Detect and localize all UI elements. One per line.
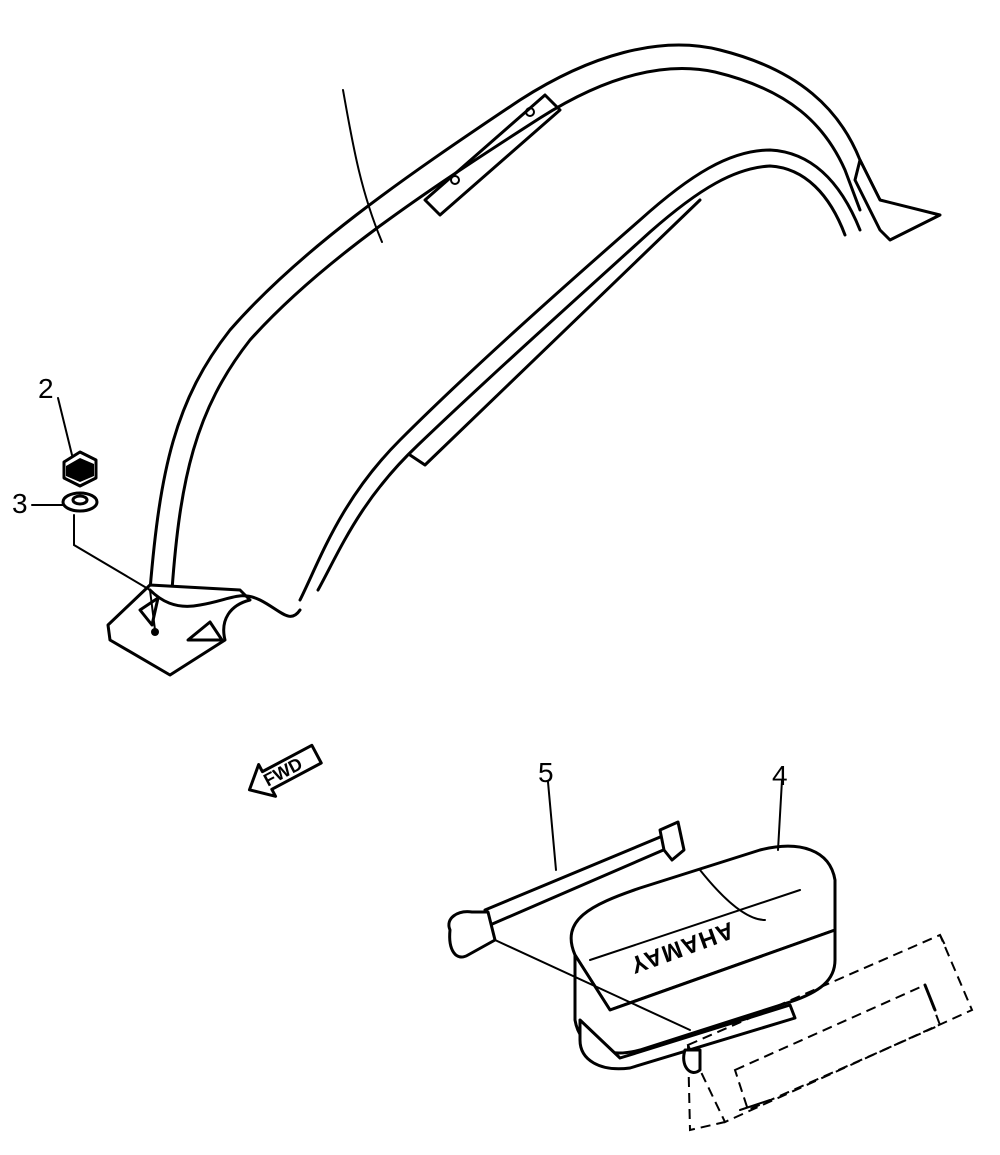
assembly-line-bar <box>494 939 691 1031</box>
leader-line-1 <box>342 89 383 243</box>
tail-light-part-4 <box>569 779 837 1071</box>
mounting-bar-part-5 <box>447 781 686 959</box>
plate-bracket-frame <box>682 933 974 1132</box>
callout-3: 3 <box>12 488 28 519</box>
rear-fender <box>106 43 942 677</box>
callout-5: 5 <box>538 757 554 788</box>
washer-part-3 <box>31 491 99 513</box>
leader-line-2 <box>57 397 73 456</box>
nut-part-2 <box>57 397 98 488</box>
assembly-line-bolt <box>73 514 156 631</box>
leader-line-4 <box>777 779 783 851</box>
leader-line-5 <box>547 781 557 871</box>
fwd-arrow-icon <box>247 743 323 798</box>
callout-2: 2 <box>38 373 54 404</box>
callout-4: 4 <box>772 760 788 791</box>
